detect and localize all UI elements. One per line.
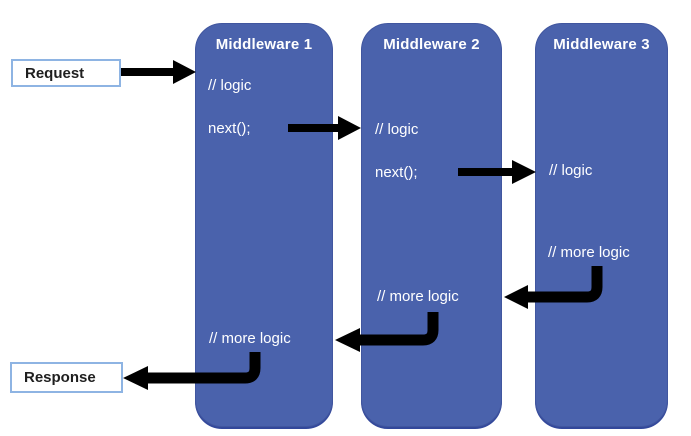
middleware-1-logic-line: // logic bbox=[208, 77, 252, 94]
middleware-3-box: Middleware 3 // logic // more logic bbox=[535, 23, 668, 427]
response-box: Response bbox=[10, 362, 123, 393]
response-label: Response bbox=[24, 369, 96, 386]
middleware-2-logic-line: // logic bbox=[375, 121, 419, 138]
middleware-2-next-line: next(); bbox=[375, 164, 418, 181]
request-box: Request bbox=[11, 59, 121, 87]
middleware-1-next-line: next(); bbox=[208, 120, 251, 137]
request-label: Request bbox=[25, 64, 85, 82]
middleware-3-more-logic-line: // more logic bbox=[548, 244, 630, 261]
middleware-2-title: Middleware 2 bbox=[383, 36, 480, 53]
middleware-1-more-logic-line: // more logic bbox=[209, 330, 291, 347]
middleware-2-box: Middleware 2 // logic next(); // more lo… bbox=[361, 23, 502, 427]
arrow-request-to-mw1 bbox=[121, 60, 196, 84]
middleware-3-title: Middleware 3 bbox=[553, 36, 650, 53]
middleware-1-title: Middleware 1 bbox=[215, 36, 313, 53]
middleware-1-box: Middleware 1 // logic next(); // more lo… bbox=[195, 23, 333, 427]
middleware-3-logic-line: // logic bbox=[549, 162, 593, 179]
middleware-2-more-logic-line: // more logic bbox=[377, 288, 459, 305]
